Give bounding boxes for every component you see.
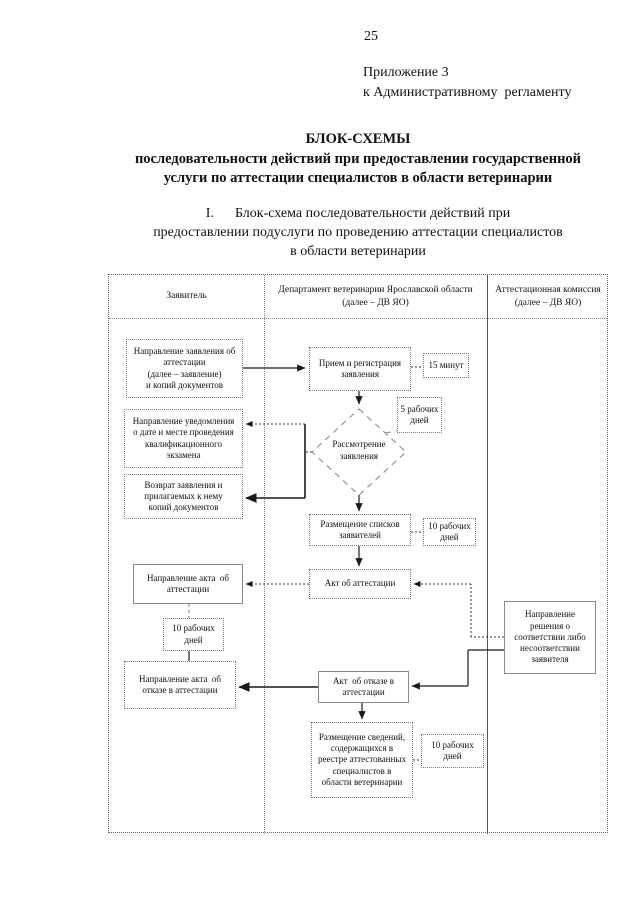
document-title: БЛОК-СХЕМЫ последовательности действий п… (134, 131, 582, 186)
node-send-application-label: Направление заявления об аттестации (дал… (133, 346, 236, 390)
review-diamond-outline (311, 408, 407, 496)
node-send-refusal-act: Направление акта об отказе в аттестации (124, 661, 236, 709)
node-send-attestation-act: Направление акта об аттестации (133, 564, 243, 604)
term-15-minutes: 15 минут (423, 353, 469, 378)
term-10-working-days-lists: 10 рабочих дней (423, 518, 476, 546)
column-divider-2 (487, 275, 488, 834)
term-10-working-days-acts: 10 рабочих дней (163, 618, 224, 651)
term-10-working-days-register-label: 10 рабочих дней (431, 739, 474, 761)
page-number: 25 (364, 29, 378, 44)
node-send-refusal-act-label: Направление акта об отказе в аттестации (138, 673, 222, 695)
connector-decision-to-refusal-act (411, 649, 504, 690)
node-register-publication-label: Размещение сведений, содержащихся в реес… (318, 731, 406, 787)
node-return-application-label: Возврат заявления и прилагаемых к нему к… (144, 479, 223, 513)
node-refusal-act: Акт об отказе в аттестации (318, 671, 409, 703)
term-10-working-days-lists-label: 10 рабочих дней (428, 520, 471, 542)
node-attestation-act-label: Акт об аттестации (324, 578, 396, 589)
term-5-working-days: 5 рабочих дней (397, 397, 442, 433)
flowchart-table: Заявитель Департамент ветеринарии Яросла… (108, 274, 609, 834)
appendix-line-1: Приложение 3 (363, 65, 449, 80)
node-return-application: Возврат заявления и прилагаемых к нему к… (124, 474, 243, 519)
node-publish-applicant-lists-label: Размещение списков заявителей (320, 518, 400, 540)
column-header-applicant-label: Заявитель (166, 291, 207, 301)
connector-review-to-5days (384, 430, 398, 434)
column-header-commission-label: Аттестационная комиссия (далее – ДВ ЯО) (495, 284, 601, 308)
node-attestation-act: Акт об аттестации (309, 569, 411, 599)
connector-layer (188, 364, 504, 761)
term-15-minutes-label: 15 минут (428, 359, 464, 370)
node-compliance-decision-label: Направление решения о соответствии либо … (514, 609, 586, 665)
node-review-application: Рассмотрение заявления (332, 439, 386, 461)
column-header-department: Департамент ветеринарии Ярославской обла… (264, 275, 487, 318)
column-header-department-label: Департамент ветеринарии Ярославской обла… (278, 284, 473, 308)
node-exam-notification: Направление уведомления о дате и месте п… (124, 409, 243, 468)
node-send-attestation-act-label: Направление акта об аттестации (146, 572, 230, 594)
node-receive-register-label: Прием и регистрация заявления (318, 357, 402, 379)
node-exam-notification-label: Направление уведомления о дате и месте п… (132, 416, 235, 460)
node-publish-applicant-lists: Размещение списков заявителей (309, 514, 411, 546)
column-header-applicant: Заявитель (109, 275, 264, 318)
term-5-working-days-label: 5 рабочих дней (400, 403, 439, 425)
connector-decision-to-attestation-act (413, 580, 504, 638)
term-10-working-days-register: 10 рабочих дней (421, 734, 484, 768)
node-send-application: Направление заявления об аттестации (дал… (126, 339, 243, 398)
column-header-commission: Аттестационная комиссия (далее – ДВ ЯО) (487, 275, 609, 318)
node-compliance-decision: Направление решения о соответствии либо … (504, 601, 596, 674)
section-heading: I. Блок-схема последовательности действи… (153, 206, 563, 259)
column-divider-1 (264, 275, 265, 834)
header-separator (109, 318, 607, 319)
node-receive-register: Прием и регистрация заявления (309, 347, 411, 391)
node-register-publication: Размещение сведений, содержащихся в реес… (311, 722, 413, 798)
appendix-reference: Приложение 3 к Административному регламе… (363, 63, 571, 103)
term-10-working-days-acts-label: 10 рабочих дней (172, 623, 215, 645)
node-refusal-act-label: Акт об отказе в аттестации (332, 675, 395, 697)
appendix-line-2: к Административному регламенту (363, 85, 572, 100)
